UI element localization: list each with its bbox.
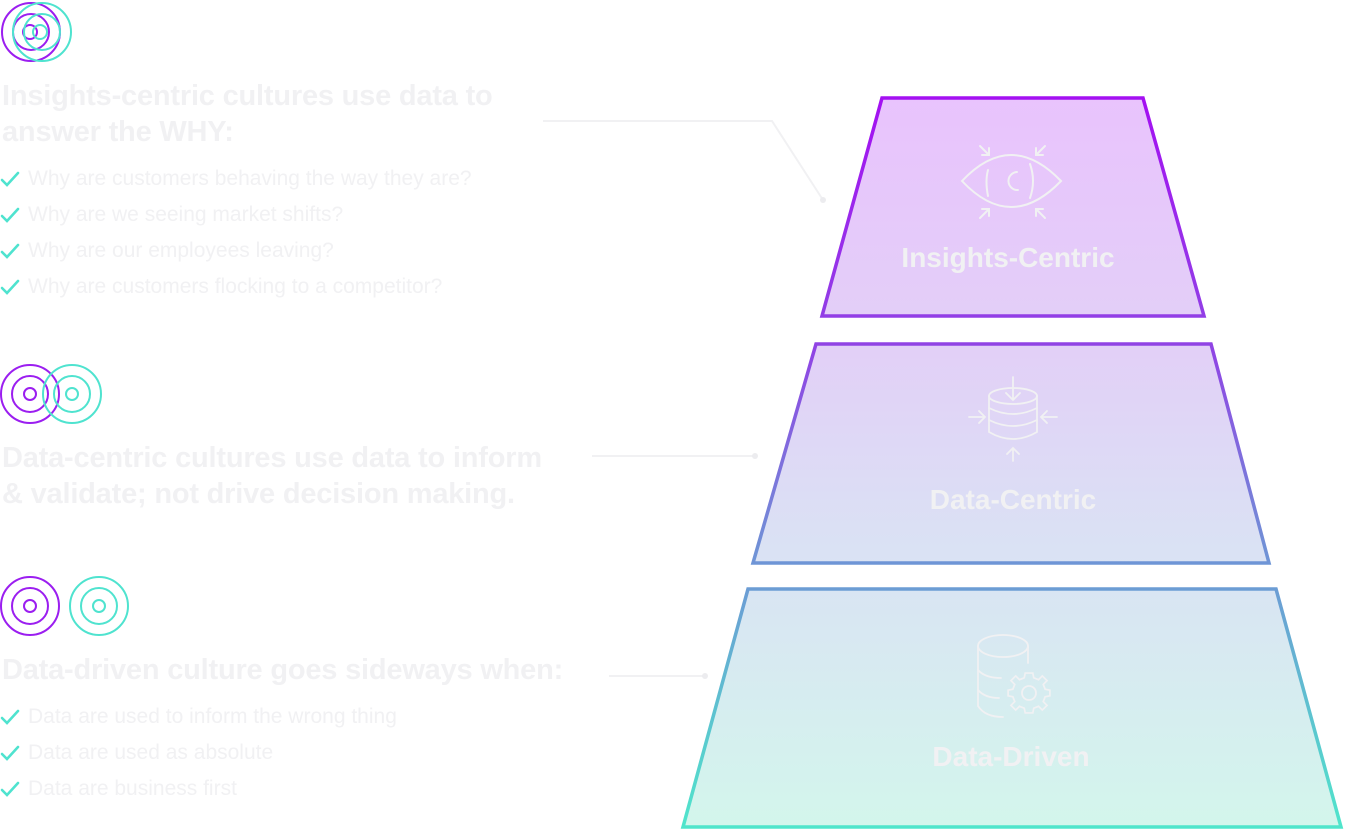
list-item: Data are used as absolute	[0, 735, 397, 771]
list-item: Why are customers flocking to a competit…	[0, 269, 472, 305]
data-driven-bullet-list: Data are used to inform the wrong thing …	[0, 699, 397, 807]
insights-centric-bullet-list: Why are customers behaving the way they …	[0, 161, 472, 305]
bullet-text: Why are customers flocking to a competit…	[28, 275, 443, 298]
bullet-text: Data are business first	[28, 777, 237, 800]
checkmark-icon	[0, 171, 20, 187]
connector-dot	[752, 453, 758, 459]
bullet-text: Why are we seeing market shifts?	[28, 203, 344, 226]
list-item: Data are used to inform the wrong thing	[0, 699, 397, 735]
heading-line: & validate; not drive decision making.	[2, 478, 515, 510]
data-driven-heading: Data-driven culture goes sideways when:	[2, 652, 622, 688]
bullet-text: Why are our employees leaving?	[28, 239, 334, 262]
checkmark-icon	[0, 781, 20, 797]
checkmark-icon	[0, 745, 20, 761]
list-item: Why are we seeing market shifts?	[0, 197, 472, 233]
tier-label-data-driven: Data-Driven	[932, 741, 1090, 772]
pyramid-tier-data-centric[interactable]	[750, 342, 1272, 565]
separate-target-rings-icon	[0, 576, 129, 636]
partially-overlapping-target-rings-icon	[0, 364, 102, 424]
connector-dot	[702, 673, 708, 679]
bullet-text: Why are customers behaving the way they …	[28, 167, 472, 190]
heading-line: answer the WHY:	[2, 116, 234, 148]
insights-centric-heading: Insights-centric cultures use data to an…	[2, 78, 562, 150]
checkmark-icon	[0, 709, 20, 725]
checkmark-icon	[0, 207, 20, 223]
list-item: Why are customers behaving the way they …	[0, 161, 472, 197]
tier-label-insights-centric: Insights-Centric	[901, 242, 1115, 273]
overlapping-target-rings-icon	[1, 2, 72, 62]
data-centric-heading: Data-centric cultures use data to inform…	[2, 440, 602, 512]
tier-label-data-centric: Data-Centric	[929, 484, 1097, 515]
list-item: Data are business first	[0, 771, 397, 807]
heading-line: Insights-centric cultures use data to	[2, 80, 493, 112]
heading-line: Data-centric cultures use data to inform	[2, 442, 542, 474]
list-item: Why are our employees leaving?	[0, 233, 472, 269]
connector-line-insights	[543, 120, 824, 201]
pyramid-tier-data-driven[interactable]	[680, 587, 1344, 829]
checkmark-icon	[0, 243, 20, 259]
database-gear-icon	[977, 634, 1051, 718]
bullet-text: Data are used to inform the wrong thing	[28, 705, 397, 728]
bullet-text: Data are used as absolute	[28, 741, 274, 764]
database-inflow-icon	[968, 376, 1058, 462]
heading-line: Data-driven culture goes sideways when:	[2, 654, 564, 686]
checkmark-icon	[0, 279, 20, 295]
connector-dot	[820, 197, 826, 203]
eye-focus-icon	[960, 145, 1063, 219]
